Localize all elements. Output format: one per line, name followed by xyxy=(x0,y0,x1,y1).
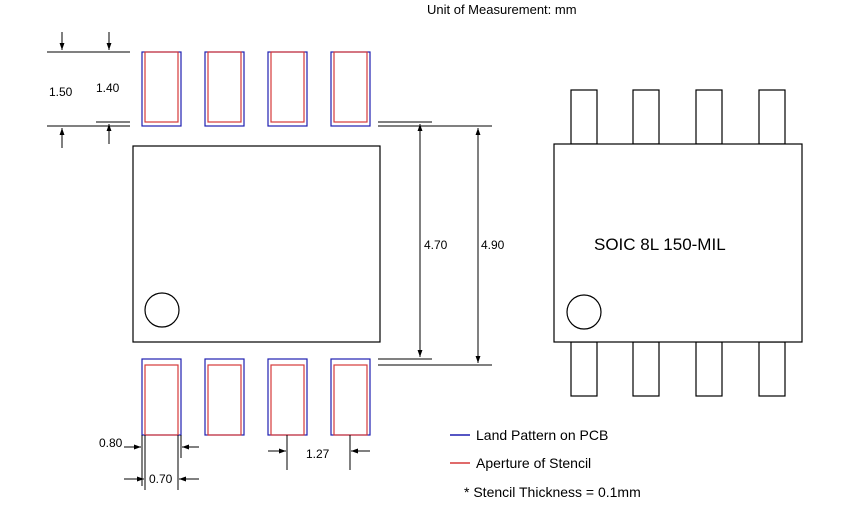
package-pin1-marker xyxy=(566,294,602,330)
pin1-marker xyxy=(144,292,180,328)
pad-length-aperture-label: 1.40 xyxy=(96,81,120,95)
pad-length-land-label: 1.50 xyxy=(49,85,73,99)
land-pad xyxy=(330,51,371,127)
aperture-pad xyxy=(333,51,368,123)
label-mask xyxy=(421,236,451,252)
body-height-dimension xyxy=(378,121,492,366)
land-pad xyxy=(141,358,182,436)
package-label: SOIC 8L 150-MIL xyxy=(594,235,726,254)
package-lead-bottom-2 xyxy=(632,341,660,397)
top-pad-2 xyxy=(204,51,245,127)
top-pad-3 xyxy=(267,51,308,127)
package-lead-bottom-4 xyxy=(758,341,786,397)
aperture-pad xyxy=(207,364,242,436)
top-pad-row xyxy=(141,51,371,127)
package-body xyxy=(553,143,803,343)
package-view xyxy=(553,89,803,397)
stencil-thickness-note: * Stencil Thickness = 0.1mm xyxy=(464,484,641,500)
land-pad xyxy=(267,358,308,436)
aperture-pad xyxy=(333,364,368,436)
pad-width-land-label: 0.80 xyxy=(99,436,123,450)
bottom-pad-1 xyxy=(141,358,182,436)
top-pad-1 xyxy=(141,51,182,127)
body-height-outer-label: 4.90 xyxy=(481,238,505,252)
pad-length-dimension xyxy=(47,32,130,148)
land-pad xyxy=(267,51,308,127)
aperture-pad xyxy=(270,364,305,436)
package-lead-top-4 xyxy=(758,89,786,145)
body-height-inner-label: 4.70 xyxy=(424,238,448,252)
legend-aperture: Aperture of Stencil xyxy=(476,455,591,471)
package-lead-top-1 xyxy=(570,89,598,145)
aperture-pad xyxy=(144,51,179,123)
bottom-pad-3 xyxy=(267,358,308,436)
bottom-pad-2 xyxy=(204,358,245,436)
package-lead-bottom-1 xyxy=(570,341,598,397)
package-lead-top-3 xyxy=(695,89,723,145)
label-mask xyxy=(479,236,509,252)
aperture-pad xyxy=(270,51,305,123)
legend-land-pattern: Land Pattern on PCB xyxy=(476,427,608,443)
footprint-top-view xyxy=(132,51,381,436)
land-pad xyxy=(204,51,245,127)
pitch-label: 1.27 xyxy=(306,447,330,461)
package-lead-bottom-3 xyxy=(695,341,723,397)
bottom-pad-row xyxy=(141,358,371,436)
package-body-outline xyxy=(132,145,381,343)
aperture-pad xyxy=(144,364,179,436)
land-pad xyxy=(141,51,182,127)
land-pad xyxy=(330,358,371,436)
pad-width-aperture-label: 0.70 xyxy=(149,472,173,486)
package-lead-top-2 xyxy=(632,89,660,145)
bottom-pad-4 xyxy=(330,358,371,436)
land-pad xyxy=(204,358,245,436)
top-pad-4 xyxy=(330,51,371,127)
legend: Land Pattern on PCB Aperture of Stencil … xyxy=(450,427,641,500)
unit-of-measurement-text: Unit of Measurement: mm xyxy=(427,2,577,17)
pad-width-dimension xyxy=(124,435,199,490)
pitch-dimension xyxy=(268,435,370,470)
aperture-pad xyxy=(207,51,242,123)
